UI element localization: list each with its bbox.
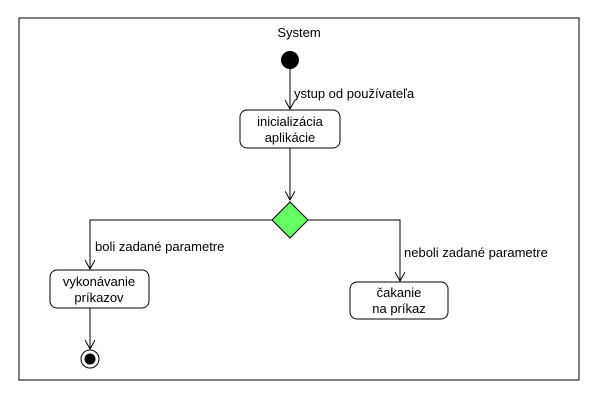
action-init-line1: inicializácia bbox=[257, 114, 324, 129]
action-exec[interactable]: vykonávanie príkazov bbox=[49, 269, 150, 309]
edge-label-user-input: ystup od používateľa bbox=[294, 86, 415, 101]
action-exec-line2: príkazov bbox=[74, 290, 124, 305]
final-node[interactable] bbox=[80, 349, 100, 369]
action-wait-line2: na príkaz bbox=[372, 301, 425, 316]
system-boundary bbox=[18, 17, 580, 381]
edge-label-params-not-set: neboli zadané parametre bbox=[404, 245, 548, 260]
action-init[interactable]: inicializácia aplikácie bbox=[239, 109, 341, 149]
initial-node[interactable] bbox=[281, 51, 299, 69]
edge-params-not-set bbox=[308, 219, 400, 281]
edge-params-set bbox=[90, 219, 272, 269]
edge-label-params-set: boli zadané parametre bbox=[95, 239, 224, 254]
action-init-line2: aplikácie bbox=[265, 130, 316, 145]
action-wait-line1: čakanie bbox=[377, 285, 422, 300]
action-exec-line1: vykonávanie bbox=[63, 274, 135, 289]
decision-node[interactable] bbox=[271, 201, 309, 239]
system-title: System bbox=[277, 25, 320, 40]
action-wait[interactable]: čakanie na príkaz bbox=[349, 281, 449, 320]
